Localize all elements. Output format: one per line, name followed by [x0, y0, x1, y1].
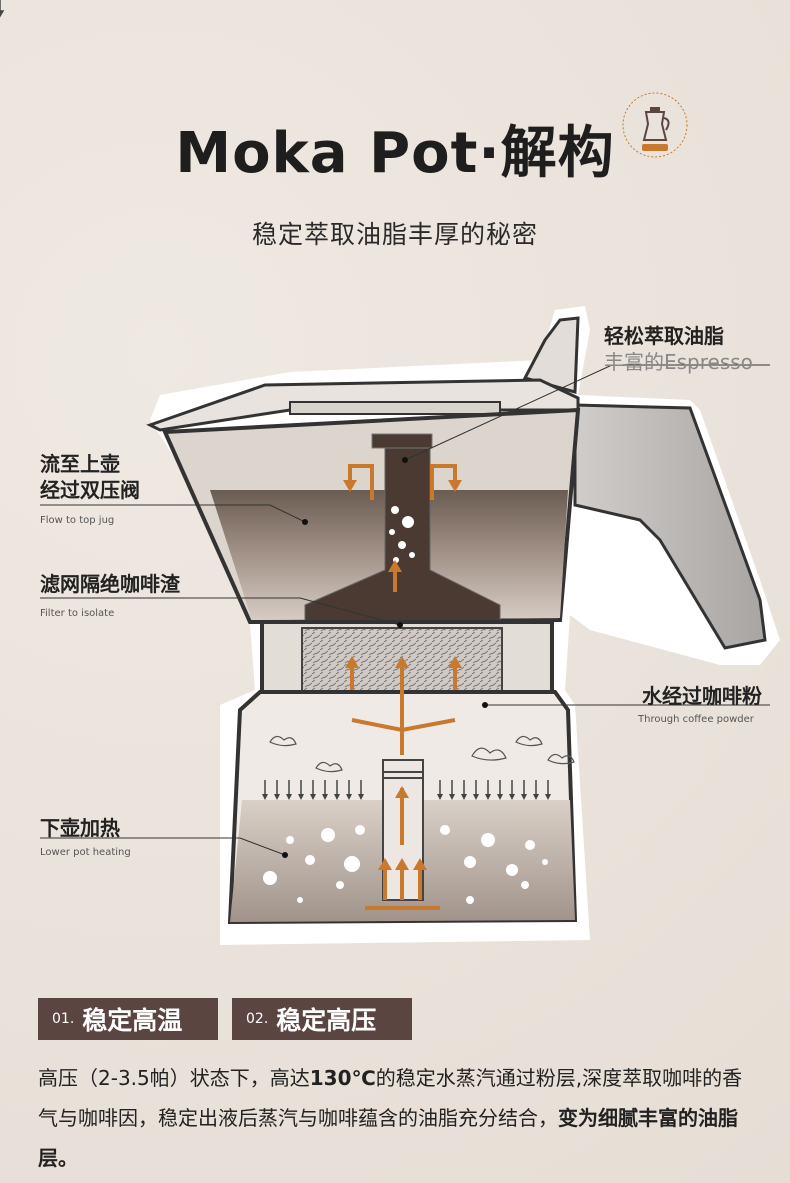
label-filter: 滤网隔绝咖啡渣	[40, 572, 180, 596]
lid-knob	[289, 401, 501, 415]
label-water: 水经过咖啡粉	[642, 684, 762, 708]
page-subtitle: 稳定萃取油脂丰厚的秘密	[251, 220, 538, 249]
para-part-1: 高压（2-3.5帕）状态下，高达	[38, 1066, 310, 1090]
label-water-en: Through coffee powder	[638, 714, 754, 725]
spout	[522, 316, 580, 394]
tube-bubbles	[389, 506, 415, 563]
label-flow-en: Flow to top jug	[40, 515, 115, 526]
water-bubbles	[263, 825, 548, 904]
label-heat: 下壶加热	[40, 816, 120, 840]
concentrate-stamp-icon	[620, 90, 690, 160]
label-espresso-sub: 丰富的Espresso	[604, 350, 753, 374]
badge-stable-temp: 01. 稳定高温	[38, 998, 218, 1040]
flow-arrowheads	[343, 480, 462, 870]
badge-text: 稳定高压	[276, 1006, 377, 1035]
label-heat-en: Lower pot heating	[40, 847, 131, 858]
label-flow-2: 经过双压阀	[40, 478, 140, 502]
leader-lines	[40, 364, 770, 856]
badge-stable-pressure: 02. 稳定高压	[232, 998, 412, 1040]
steam-arrows	[0, 0, 5, 18]
label-flow-1: 流至上壶	[40, 452, 120, 476]
steam-clouds	[269, 735, 575, 773]
badge-num: 02.	[246, 1011, 269, 1027]
badge-num: 01.	[52, 1011, 75, 1027]
label-filter-en: Filter to isolate	[40, 608, 115, 619]
para-highlight-crema: 变为细腻丰富的油脂层。	[38, 1106, 738, 1170]
valve	[371, 433, 433, 449]
page-title: Moka Pot·解构	[175, 121, 615, 186]
label-espresso: 轻松萃取油脂	[604, 324, 724, 348]
badge-text: 稳定高温	[82, 1006, 183, 1035]
para-highlight-temp: 130℃	[309, 1066, 376, 1090]
handle	[573, 403, 767, 650]
flow-arrows	[348, 464, 457, 910]
moka-pot-diagram	[0, 0, 780, 945]
description-paragraph: 高压（2-3.5帕）状态下，高达130℃的稳定水蒸汽通过粉层,深度萃取咖啡的香气…	[38, 1058, 756, 1178]
para-part-3: 的稳定水蒸汽通过粉层,深度萃取咖啡的香气与咖啡因，稳定出液后蒸汽与咖啡蕴含的油脂…	[38, 1066, 743, 1130]
